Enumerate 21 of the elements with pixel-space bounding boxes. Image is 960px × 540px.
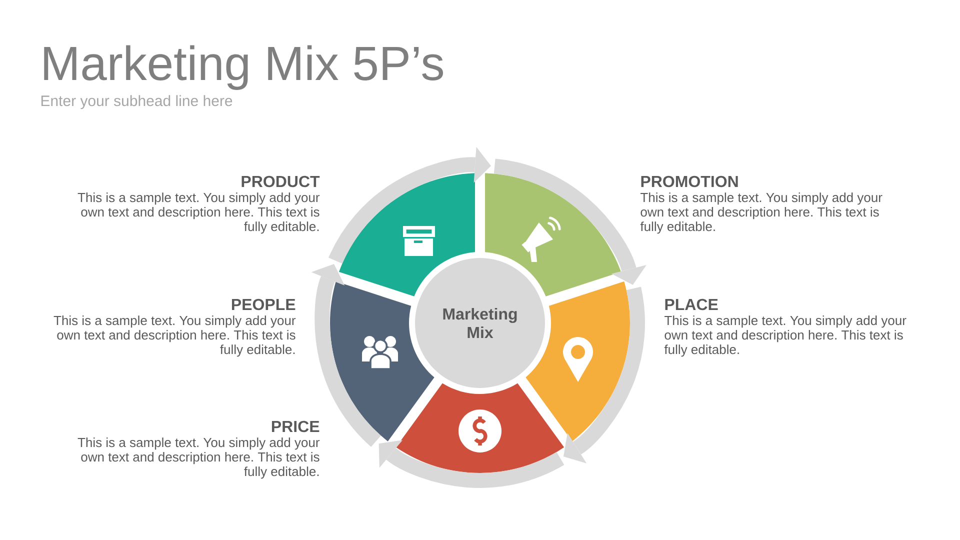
description: This is a sample text. You simply add your own text and description here. This text is fully editable. [78, 438, 320, 479]
cycle-arrow [328, 146, 491, 264]
description: This is a sample text. You simply add your own text and description here. This text is fully editable. [664, 316, 906, 357]
heading: PEOPLE [232, 298, 296, 310]
ring-segment [485, 173, 622, 296]
heading: PLACE [665, 298, 718, 310]
heading: PRICE [272, 420, 320, 432]
cycle-arrow [378, 440, 564, 488]
ring-segment [526, 281, 630, 442]
heading: PROMOTION [641, 176, 738, 188]
subtitle: Enter your subhead line here [41, 95, 232, 110]
description: This is a sample text. You simply add your own text and description here. This text is fully editable. [640, 192, 882, 234]
description: This is a sample text. You simply add your own text and description here. This text is fully editable. [54, 316, 296, 357]
ring-segment [338, 173, 475, 296]
heading: PRODUCT [242, 176, 320, 188]
cycle-arrow [563, 286, 645, 464]
title: Marketing Mix 5P’s [44, 45, 444, 90]
cycle-arrow [494, 158, 646, 285]
ring-segment [330, 281, 434, 442]
cycle-arrow [311, 264, 382, 447]
description: This is a sample text. You simply add your own text and description here. This text is fully editable. [78, 192, 320, 234]
